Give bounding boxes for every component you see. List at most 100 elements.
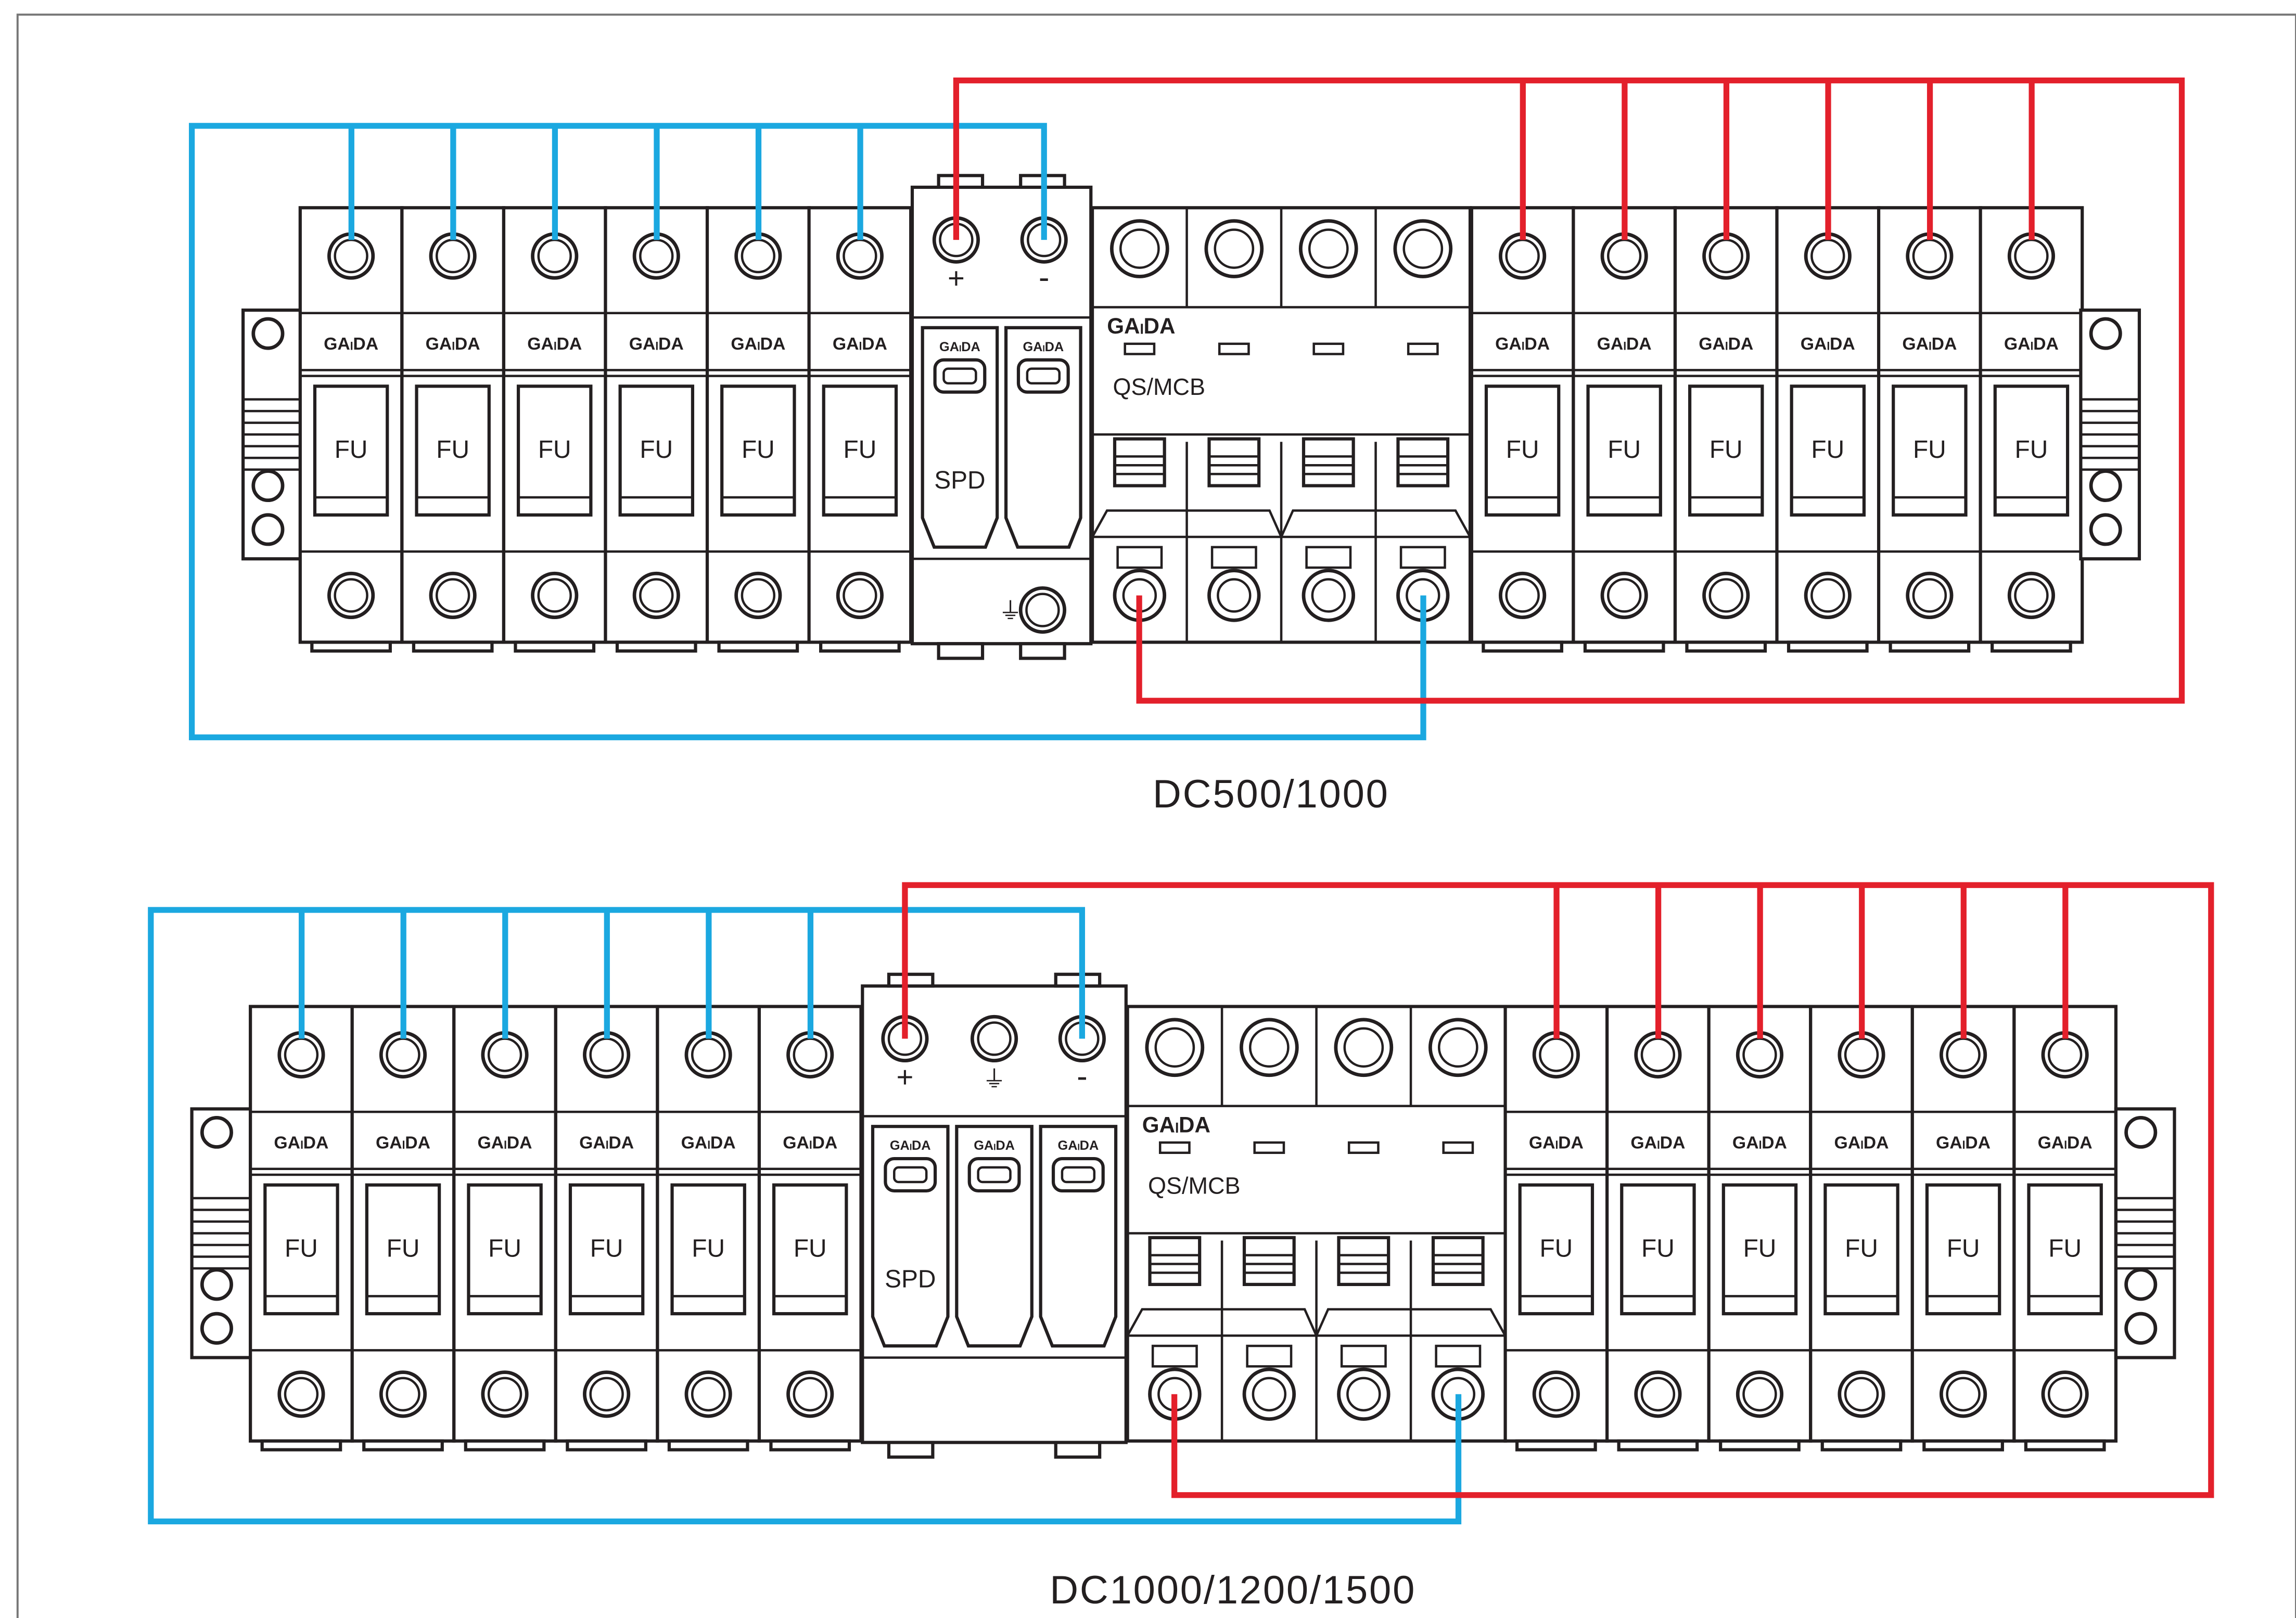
positive-wiring [902, 882, 2214, 1498]
brand-label: GAₗDA [833, 334, 887, 354]
terminal-screw-icon [1242, 1367, 1296, 1421]
minus-label: - [1039, 260, 1050, 296]
fuse-label: FU [1947, 1235, 1980, 1262]
terminal-screw-icon [734, 571, 782, 620]
terminal-screw-icon [1906, 232, 1954, 280]
fuse-holder: GAₗDA FU [1910, 1005, 2016, 1452]
spd-module: GAₗDA [1004, 326, 1082, 549]
terminal-screw-icon [1600, 232, 1648, 280]
brand-label: GAₗDA [376, 1133, 430, 1152]
fuse-label: FU [436, 436, 469, 464]
spd-label: SPD [885, 1266, 936, 1293]
fuse-holder: GAₗDA FU [298, 206, 404, 653]
brand-label: GAₗDA [426, 334, 480, 354]
brand-label: GAₗDA [274, 1133, 328, 1152]
brand-label: GAₗDA [1597, 334, 1652, 354]
terminal-screw-icon [1702, 232, 1750, 280]
terminal-screw-icon [429, 232, 477, 280]
plus-label: + [948, 262, 965, 294]
combiner-diagram-2: GAₗDAFUGAₗDAFUGAₗDAFUGAₗDAFUGAₗDAFUGAₗDA… [148, 882, 2214, 1612]
terminal-screw-icon [531, 571, 579, 620]
terminal-screw-icon [1499, 571, 1547, 620]
terminal-screw-icon [481, 1370, 529, 1418]
brand-label: GAₗDA [1142, 1112, 1210, 1137]
terminal-screw-icon [2041, 1031, 2089, 1078]
din-rail-end-stop-icon [190, 1107, 252, 1359]
terminal-screw-icon [684, 1370, 732, 1418]
terminal-screw-icon [1240, 1018, 1299, 1077]
terminal-screw-icon [1634, 1031, 1682, 1078]
terminal-screw-icon [786, 1370, 834, 1418]
fuse-holder: GAₗDA FU [1605, 1005, 1711, 1452]
terminal-screw-icon [684, 1031, 732, 1078]
terminal-screw-icon [1906, 571, 1954, 620]
brand-label: GAₗDA [681, 1133, 736, 1152]
ground-icon: ⏚ [999, 597, 1022, 624]
brand-label: GAₗDA [1058, 1138, 1099, 1153]
brand-label: GAₗDA [731, 334, 785, 354]
terminal-screw-icon [1204, 219, 1264, 278]
terminal-screw-icon [786, 1031, 834, 1078]
terminal-screw-icon [1838, 1370, 1885, 1418]
terminal-screw-icon [327, 571, 375, 620]
terminal-screw-icon [379, 1031, 427, 1078]
terminal-screw-icon [583, 1031, 631, 1078]
fuse-label: FU [1710, 436, 1743, 464]
brand-label: GAₗDA [1801, 334, 1855, 354]
fuse-label: FU [1641, 1235, 1675, 1262]
terminal-screw-icon [1939, 1370, 1987, 1418]
terminal-screw-icon [1018, 586, 1066, 634]
fuse-label: FU [1811, 436, 1844, 464]
ground-icon: ⏚ [983, 1065, 1006, 1092]
fuse-label: FU [335, 436, 368, 464]
negative-bus [188, 123, 1426, 740]
fuse-label: FU [1608, 436, 1641, 464]
terminal-screw-icon [632, 571, 680, 620]
brand-label: GAₗDA [1936, 1133, 1991, 1152]
brand-label: GAₗDA [1630, 1133, 1685, 1152]
ground-terminal: ⏚ [999, 586, 1066, 634]
fuse-holder: GAₗDA FU [1877, 206, 1982, 653]
brand-label: GAₗDA [1529, 1133, 1584, 1152]
spd-module: GAₗDA [871, 1125, 950, 1348]
brand-label: GAₗDA [1834, 1133, 1889, 1152]
positive-bus [953, 78, 2185, 704]
fuse-label: FU [742, 436, 775, 464]
plus-label: + [896, 1060, 913, 1093]
brand-label: GAₗDA [527, 334, 582, 354]
terminal-screw-icon [2007, 571, 2055, 620]
fuse-holder: GAₗDA FU [400, 206, 506, 653]
diagram-caption: DC500/1000 [1153, 772, 1389, 816]
terminal-screw-icon [2041, 1370, 2089, 1418]
terminal-screw-icon [1337, 1367, 1391, 1421]
fuse-label: FU [844, 436, 877, 464]
positive-wiring [953, 78, 2185, 704]
spd-module: GAₗDA [955, 1125, 1034, 1348]
brand-label: GAₗDA [324, 334, 378, 354]
fuse-label: FU [1913, 436, 1946, 464]
negative-wiring [188, 123, 1426, 740]
page-frame [16, 14, 2296, 1618]
terminal-screw-icon [1804, 571, 1852, 620]
combiner-diagram-1: GAₗDA FU GAₗDA FU GAₗDA FU GAₗDA FU GAₗDA FU GAₗDA… [188, 78, 2185, 816]
brand-label: GAₗDA [1902, 334, 1957, 354]
fuse-label: FU [590, 1235, 623, 1262]
terminal-screw-icon [1939, 1031, 1987, 1078]
terminal-screw-icon [531, 232, 579, 280]
